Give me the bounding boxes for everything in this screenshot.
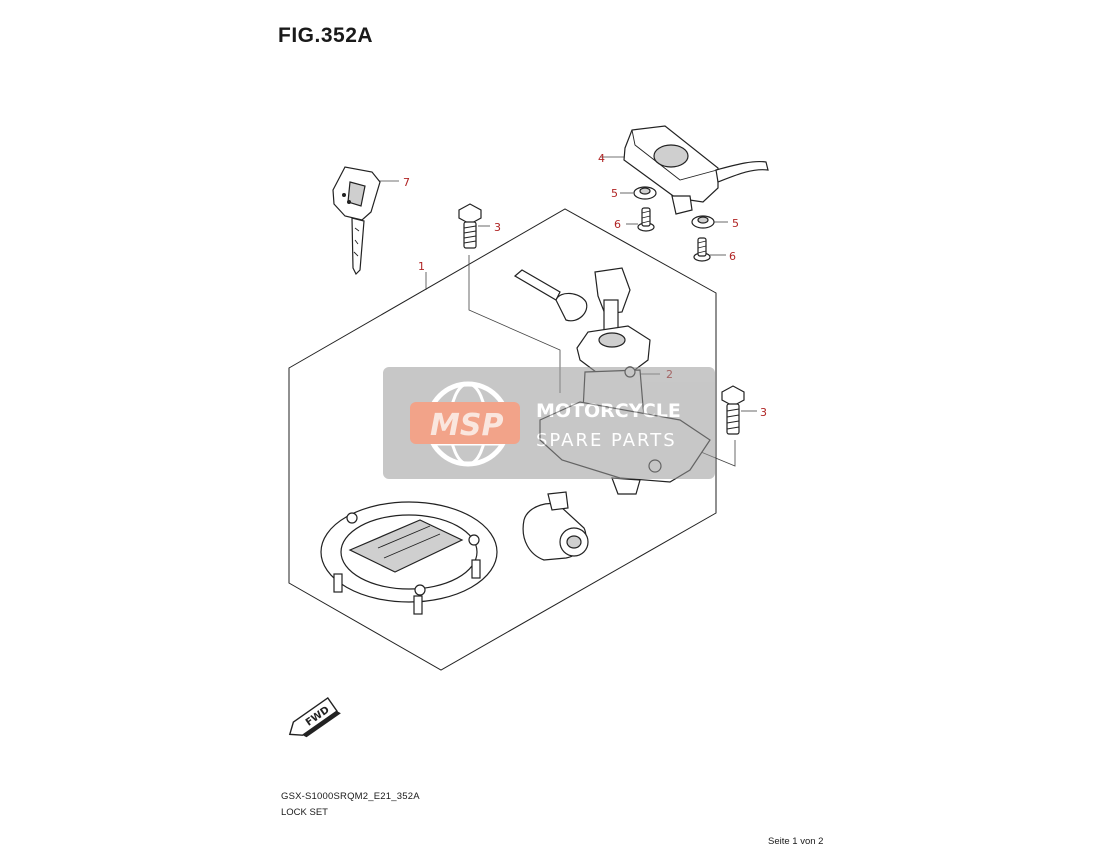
section-name: LOCK SET [281,807,328,818]
callout-5-right: 5 [732,217,739,230]
washer-part-left [633,186,657,200]
callout-5-left: 5 [611,187,618,200]
ignition-key-part [332,166,381,276]
callout-6-left: 6 [614,218,621,231]
lock-cylinder-part [522,491,589,561]
model-code: GSX-S1000SRQM2_E21_352A [281,791,420,802]
bolt-upper-part [458,203,482,249]
callout-1: 1 [418,260,425,273]
watermark-logo: MSP [430,408,503,443]
figure-title: FIG.352A [278,24,374,47]
washer-part-right [691,215,715,229]
callout-3-right: 3 [760,406,767,419]
callout-3-upper: 3 [494,221,501,234]
bolt-right-part [721,385,745,435]
page-indicator: Seite 1 von 2 [768,836,824,847]
screw-part-right [693,237,711,262]
immobilizer-unit-part [623,125,769,215]
watermark-line2: SPARE PARTS [536,430,677,451]
callout-6-right: 6 [729,250,736,263]
lock-set-assembly-outline [288,208,717,671]
callout-7: 7 [403,176,410,189]
watermark-line1: MOTORCYCLE [536,400,681,422]
watermark-overlay: MSP MOTORCYCLE SPARE PARTS [383,367,715,479]
fwd-direction-arrow: FWD [288,697,341,738]
screw-part-left [637,207,655,232]
callout-4: 4 [598,152,605,165]
fuel-tank-cap-part [320,501,498,615]
